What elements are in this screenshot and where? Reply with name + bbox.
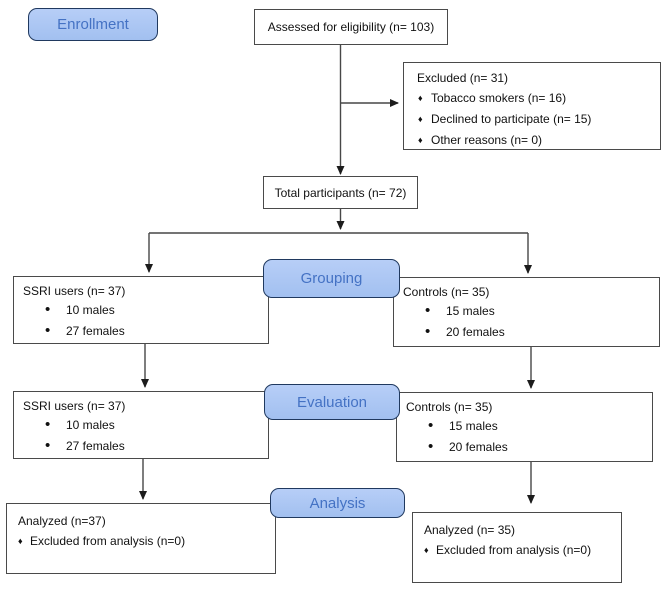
analysis-label: Analysis (270, 488, 405, 518)
list-item: Excluded from analysis (n=0) (7, 533, 275, 549)
enrollment-label: Enrollment (28, 8, 158, 41)
total-participants-box: Total participants (n= 72) (263, 176, 418, 209)
group-controls-title: Controls (n= 35) (403, 285, 490, 299)
excluded-reasons-list: Tobacco smokers (n= 16) Declined to part… (404, 90, 660, 148)
list-item: 10 males (14, 302, 268, 319)
eval-controls-list: 15 males 20 females (397, 418, 652, 456)
eval-ssri-list: 10 males 27 females (14, 417, 268, 455)
excluded-box: Excluded (n= 31) Tobacco smokers (n= 16)… (403, 62, 661, 150)
list-item: Other reasons (n= 0) (404, 132, 660, 148)
analyzed-ssri-list: Excluded from analysis (n=0) (7, 533, 275, 549)
list-item: 27 females (14, 323, 268, 340)
evaluation-label: Evaluation (264, 384, 400, 420)
list-item: 20 females (397, 439, 652, 456)
group-ssri-list: 10 males 27 females (14, 302, 268, 340)
group-ssri-box: SSRI users (n= 37) 10 males 27 females (13, 276, 269, 344)
analyzed-controls-title: Analyzed (n= 35) (424, 523, 516, 537)
list-item: 27 females (14, 438, 268, 455)
total-participants-text: Total participants (n= 72) (274, 185, 407, 200)
group-controls-box: Controls (n= 35) 15 males 20 females (393, 277, 660, 347)
list-item: 15 males (397, 418, 652, 435)
group-ssri-title: SSRI users (n= 37) (23, 284, 126, 298)
analyzed-ssri-box: Analyzed (n=37) Excluded from analysis (… (6, 503, 276, 574)
list-item: 15 males (394, 303, 659, 320)
list-item: 10 males (14, 417, 268, 434)
assessed-eligibility-box: Assessed for eligibility (n= 103) (254, 9, 448, 45)
assessed-eligibility-text: Assessed for eligibility (n= 103) (267, 20, 435, 34)
analyzed-ssri-title: Analyzed (n=37) (18, 514, 106, 528)
eval-ssri-title: SSRI users (n= 37) (23, 399, 126, 413)
group-controls-list: 15 males 20 females (394, 303, 659, 341)
eval-controls-title: Controls (n= 35) (406, 400, 493, 414)
eval-ssri-box: SSRI users (n= 37) 10 males 27 females (13, 391, 269, 459)
grouping-label: Grouping (263, 259, 400, 298)
list-item: Declined to participate (n= 15) (404, 111, 660, 127)
list-item: Tobacco smokers (n= 16) (404, 90, 660, 106)
analyzed-controls-list: Excluded from analysis (n=0) (413, 542, 621, 558)
analyzed-controls-box: Analyzed (n= 35) Excluded from analysis … (412, 512, 622, 583)
list-item: Excluded from analysis (n=0) (413, 542, 621, 558)
list-item: 20 females (394, 324, 659, 341)
excluded-title: Excluded (n= 31) (417, 71, 509, 85)
eval-controls-box: Controls (n= 35) 15 males 20 females (396, 392, 653, 462)
